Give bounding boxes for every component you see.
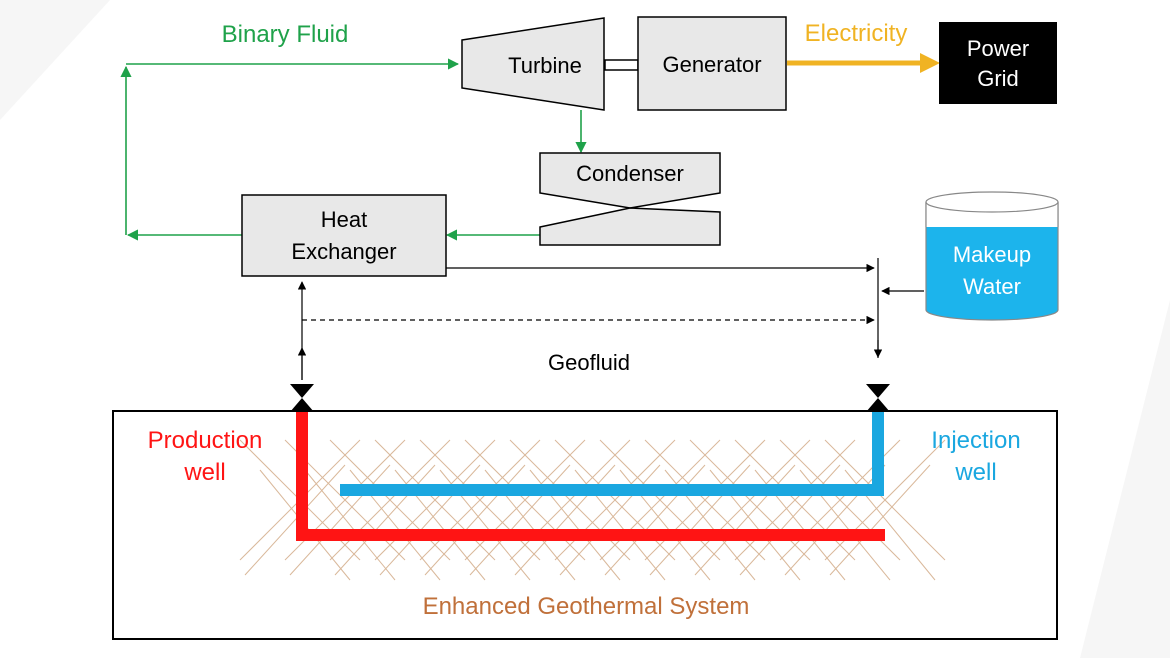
injection-well-label-line2: well xyxy=(954,459,996,486)
generator-label: Generator xyxy=(662,52,761,77)
injection-well-label-line1: Injection xyxy=(931,427,1020,454)
binary-fluid-loop xyxy=(120,58,587,241)
condenser xyxy=(539,152,721,246)
condenser-label: Condenser xyxy=(576,161,684,186)
fracture-line xyxy=(304,469,396,581)
electricity-label: Electricity xyxy=(805,20,908,47)
heat-exchanger-label-line1: Heat xyxy=(321,207,367,232)
fracture-line xyxy=(829,464,931,576)
egs-reservoir xyxy=(112,410,1058,640)
geofluid-label: Geofluid xyxy=(548,350,630,375)
makeup-water-label-line1: Makeup xyxy=(953,242,1031,267)
turbine-shaft xyxy=(604,59,639,71)
turbine-label: Turbine xyxy=(508,53,582,78)
injection-well-pipe xyxy=(340,412,884,496)
valve-icon xyxy=(866,384,890,412)
background-shape xyxy=(1080,300,1170,658)
background-shape xyxy=(0,0,110,120)
turbine xyxy=(461,17,605,111)
egs-label: Enhanced Geothermal System xyxy=(423,593,750,620)
production-well-label-line1: Production xyxy=(148,427,263,454)
heat-exchanger xyxy=(241,194,447,277)
heat-exchanger-label-line2: Exchanger xyxy=(291,239,396,264)
power-grid-label-line2: Grid xyxy=(977,66,1019,91)
generator xyxy=(637,16,787,111)
production-well-label-line2: well xyxy=(183,459,225,486)
power-grid-label-line1: Power xyxy=(967,36,1029,61)
power-grid xyxy=(939,22,1057,104)
geofluid-lines xyxy=(297,258,924,380)
production-well-pipe xyxy=(296,412,885,541)
valve-icon xyxy=(290,384,314,412)
makeup-water-tank xyxy=(925,191,1059,321)
binary-fluid-label: Binary Fluid xyxy=(222,21,349,48)
makeup-water-label-line2: Water xyxy=(963,274,1021,299)
